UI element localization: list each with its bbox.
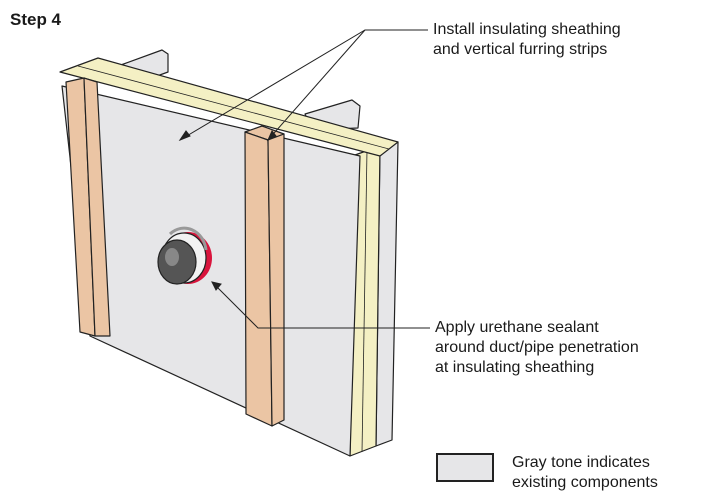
pipe-shading [168,226,208,251]
callout-sealant-line-3: at insulating sheathing [435,359,595,376]
callout-sheathing-line-1: Install insulating sheathing [433,21,621,38]
callout-insulating-sheathing: Install insulating sheathing and vertica… [433,20,621,60]
legend-line-2: existing components [512,474,658,491]
leader-line-sealant [211,281,430,329]
legend: Gray tone indicates existing components [436,453,658,493]
legend-line-1: Gray tone indicates [512,454,650,471]
callout-sealant-line-1: Apply urethane sealant [435,319,599,336]
callout-urethane-sealant: Apply urethane sealant around duct/pipe … [435,318,639,378]
leader-line-furring [267,29,366,141]
callout-sheathing-line-2: and vertical furring strips [433,41,608,58]
furring-strip-right-side [267,133,285,427]
furring-strip-left [83,77,111,337]
callout-sealant-line-2: around duct/pipe penetration [435,339,639,356]
legend-text: Gray tone indicates existing components [512,453,658,493]
sheathing-top [59,57,399,157]
legend-gray-swatch [436,453,494,482]
step-title: Step 4 [10,10,62,29]
